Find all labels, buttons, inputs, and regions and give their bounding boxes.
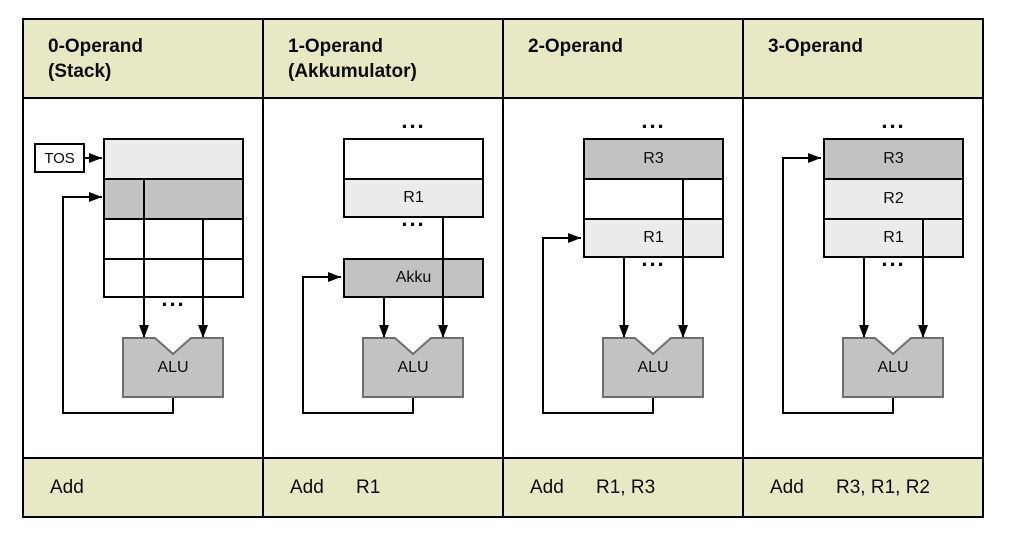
- register-row-r3: R3: [585, 140, 722, 180]
- alu-shape: [842, 337, 944, 398]
- alu-label: ALU: [397, 359, 429, 376]
- instruction-mnemonic: Add: [770, 476, 804, 498]
- accu-register-block: R1: [343, 138, 484, 218]
- alu-shape: [122, 337, 224, 398]
- header-subtitle: (Akkumulator): [288, 61, 417, 82]
- alu-label: ALU: [877, 359, 909, 376]
- register-row-r3: R3: [825, 140, 962, 180]
- writeback-wire: [62, 192, 174, 414]
- header-0-operand: 0-Operand (Stack): [24, 20, 264, 99]
- akku-box: Akku: [343, 258, 484, 298]
- writeback-wire: [782, 153, 894, 414]
- header-3-operand: 3-Operand: [744, 20, 982, 99]
- instruction-operands: R3, R1, R2: [836, 476, 930, 498]
- header-1-operand: 1-Operand (Akkumulator): [264, 20, 504, 99]
- register-row-r1: R1: [585, 220, 722, 256]
- stack-row-top: [105, 140, 242, 180]
- alu-shape: [362, 337, 464, 398]
- ellipsis-top: ...: [401, 108, 426, 133]
- two-operand-wires: [542, 178, 704, 414]
- header-title: 1-Operand: [288, 36, 384, 57]
- ellipsis-bottom: ...: [881, 246, 906, 271]
- instruction-operands: R1: [356, 476, 381, 498]
- instruction-example-accumulator: Add R1: [264, 457, 504, 516]
- register-row-r1: R1: [825, 220, 962, 256]
- register-row-empty: [345, 140, 482, 180]
- stack-row-second: [105, 180, 242, 220]
- instruction-example-three-operand: Add R3, R1, R2: [744, 457, 982, 516]
- register-block: R3 R2 R1: [823, 138, 964, 258]
- header-title: 0-Operand: [48, 36, 144, 57]
- register-label: R1: [643, 229, 664, 246]
- header-title: 2-Operand: [528, 36, 624, 57]
- register-row-empty: [585, 180, 722, 220]
- register-label: R2: [883, 190, 904, 207]
- writeback-wire: [542, 233, 654, 414]
- header-subtitle: (Stack): [48, 61, 112, 82]
- register-block: R3 R1: [583, 138, 724, 258]
- diagram-three-operand-architecture: ... R3 R2 R1 ... ALU: [744, 99, 982, 457]
- register-label: R3: [643, 150, 664, 167]
- accu-wires: [302, 218, 464, 414]
- diagram-accumulator-architecture: ... R1 ... Akku ALU: [264, 99, 504, 457]
- register-row-r2: R2: [825, 180, 962, 220]
- stack-row-fourth: [105, 260, 242, 296]
- register-row-r1: R1: [345, 180, 482, 216]
- alu-label: ALU: [637, 359, 669, 376]
- stack-row-third: [105, 220, 242, 260]
- stack-wires: [62, 153, 224, 414]
- register-label: R1: [403, 189, 424, 206]
- instruction-mnemonic: Add: [530, 476, 564, 498]
- tos-label: TOS: [44, 149, 75, 167]
- instruction-operands: R1, R3: [596, 476, 656, 498]
- diagram-two-operand-architecture: ... R3 R1 ... ALU: [504, 99, 744, 457]
- ellipsis-bottom: ...: [401, 206, 426, 231]
- stack-register-block: [103, 138, 244, 298]
- alu-label: ALU: [157, 359, 189, 376]
- three-operand-wires: [782, 153, 944, 414]
- header-title: 3-Operand: [768, 36, 864, 57]
- register-label: R1: [883, 229, 904, 246]
- writeback-wire: [302, 272, 414, 414]
- ellipsis-bottom: ...: [161, 286, 186, 311]
- header-2-operand: 2-Operand: [504, 20, 744, 99]
- instruction-example-two-operand: Add R1, R3: [504, 457, 744, 516]
- ellipsis-bottom: ...: [641, 246, 666, 271]
- instruction-format-table: 0-Operand (Stack) 1-Operand (Akkumulator…: [22, 18, 984, 518]
- akku-label: Akku: [395, 269, 432, 286]
- instruction-mnemonic: Add: [50, 476, 84, 498]
- alu-shape: [602, 337, 704, 398]
- instruction-mnemonic: Add: [290, 476, 324, 498]
- ellipsis-top: ...: [641, 108, 666, 133]
- diagram-stack-architecture: TOS ALU ...: [24, 99, 264, 457]
- instruction-example-stack: Add: [24, 457, 264, 516]
- register-label: R3: [883, 150, 904, 167]
- tos-box: TOS: [34, 143, 85, 173]
- ellipsis-top: ...: [881, 108, 906, 133]
